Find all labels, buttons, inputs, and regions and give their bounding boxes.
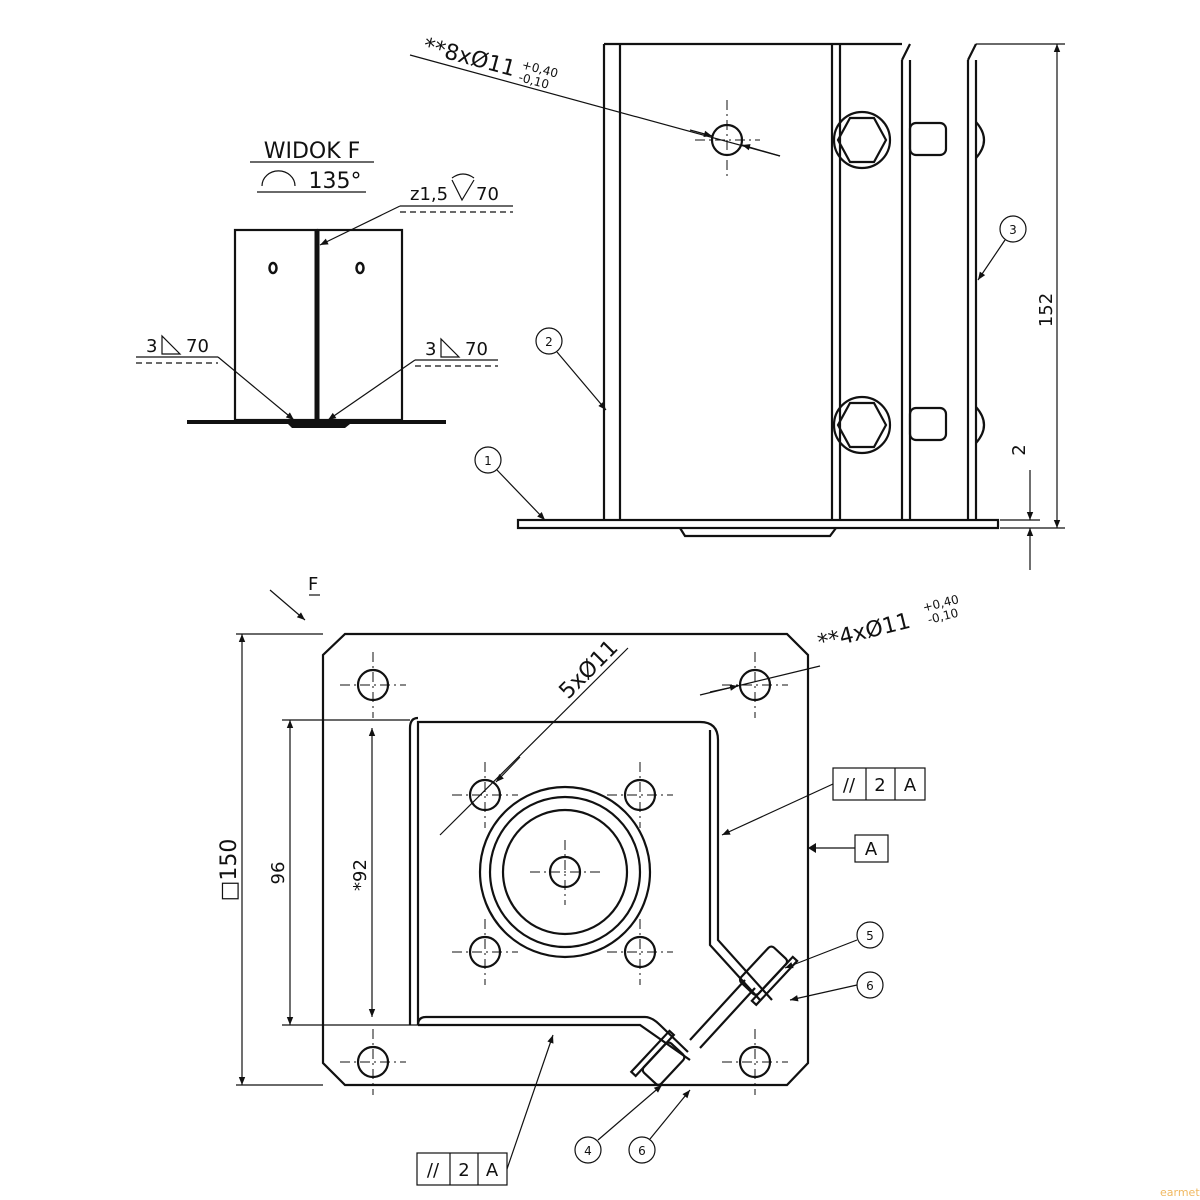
fcf-bottom: // 2 A bbox=[416, 1034, 554, 1186]
balloon-4: 4 bbox=[584, 1144, 592, 1158]
weld-top-size: z1,5 bbox=[410, 184, 448, 205]
weld-left-length: 70 bbox=[186, 336, 209, 357]
balloon-3: 3 bbox=[1009, 223, 1017, 237]
fcf-right: // 2 A bbox=[721, 767, 926, 836]
dim-thickness: 2 bbox=[1009, 444, 1030, 455]
balloon-5: 5 bbox=[866, 929, 874, 943]
view-title: WIDOK F bbox=[264, 139, 361, 164]
rotation-arrow-icon bbox=[261, 170, 296, 187]
center-holes bbox=[452, 762, 673, 985]
fcf-datum: A bbox=[904, 775, 917, 796]
weld-top-length: 70 bbox=[476, 184, 499, 205]
fcf-symbol: // bbox=[843, 775, 856, 796]
dim-plate-size: □150 bbox=[217, 839, 242, 902]
fcf-datum: A bbox=[486, 1160, 499, 1181]
front-view: **8xØ11 +0,40 -0,10 152 2 1 2 3 bbox=[409, 34, 1065, 570]
side-plate-left bbox=[233, 228, 319, 422]
balloon-6: 6 bbox=[866, 979, 874, 993]
balloon-6b: 6 bbox=[638, 1144, 646, 1158]
datum-a: A bbox=[808, 834, 889, 863]
weld-right-length: 70 bbox=[465, 339, 488, 360]
view-rotation: 135° bbox=[309, 169, 362, 194]
bolt-upper bbox=[832, 110, 986, 170]
side-plate-right bbox=[316, 228, 404, 422]
balloon-1: 1 bbox=[484, 454, 492, 468]
fcf-tolerance: 2 bbox=[874, 775, 885, 796]
weld-left-size: 3 bbox=[146, 336, 157, 357]
base-plate bbox=[516, 518, 1000, 530]
plan-view: F bbox=[217, 574, 960, 1186]
plate-holes-label: **4xØ11 bbox=[815, 609, 913, 656]
weld-right-size: 3 bbox=[425, 339, 436, 360]
corner-holes bbox=[340, 652, 788, 1095]
fcf-symbol: // bbox=[427, 1160, 440, 1181]
watermark: earmet bbox=[1160, 1186, 1200, 1199]
front-holes-label: **8xØ11 bbox=[420, 34, 518, 83]
dim-height: 152 bbox=[1036, 293, 1057, 327]
dim-92: *92 bbox=[350, 859, 371, 891]
base-plate bbox=[321, 632, 810, 1087]
datum-label: A bbox=[865, 839, 878, 860]
fcf-tolerance: 2 bbox=[458, 1160, 469, 1181]
view-marker: F bbox=[308, 574, 318, 595]
center-holes-label: 5xØ11 bbox=[555, 635, 624, 704]
bracket-outer bbox=[416, 720, 773, 1025]
bolt-lower bbox=[832, 395, 986, 455]
dim-96: 96 bbox=[268, 862, 289, 885]
view-f: WIDOK F 135° z1,5 70 3 70 3 70 bbox=[136, 139, 513, 428]
diagonal-bolt bbox=[629, 945, 799, 1086]
balloon-2: 2 bbox=[545, 335, 553, 349]
